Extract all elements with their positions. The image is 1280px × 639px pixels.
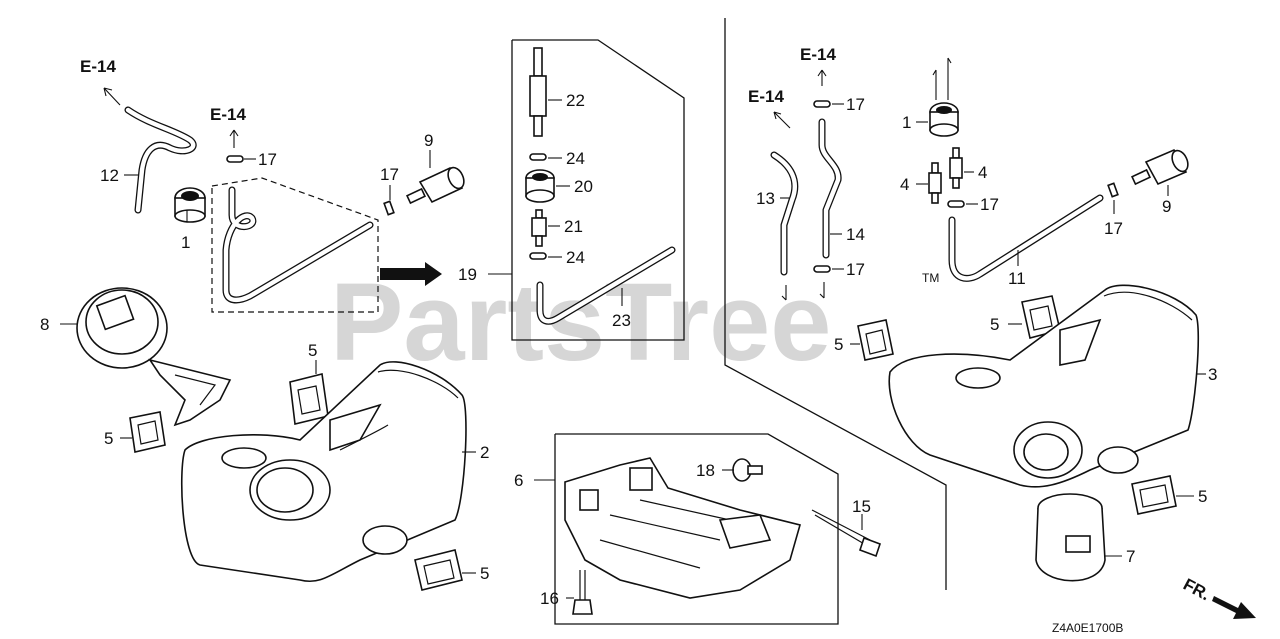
callout-5-right-left: 5 (834, 335, 843, 354)
clip-17-right-conn (947, 200, 965, 208)
clip-24-lower (529, 252, 547, 260)
front-direction-arrow (1212, 596, 1256, 619)
fuel-hose-assembly-left (222, 186, 374, 304)
grommet-5-right-left (857, 319, 894, 361)
primer-bulb-9-left (405, 166, 465, 205)
ref-e14-upper-left: E-14 (80, 57, 116, 76)
callout-12: 12 (100, 166, 119, 185)
ref-e14-mid-left: E-14 (210, 105, 246, 124)
callout-5-bottom-left: 5 (480, 564, 489, 583)
grommet-5-bottom-left (414, 549, 463, 591)
fuel-tank-2 (180, 361, 467, 583)
fuel-tube-22 (529, 47, 547, 137)
trademark-symbol: TM (922, 271, 939, 285)
callout-24-lower: 24 (566, 248, 585, 267)
callout-1-left: 1 (181, 233, 190, 252)
clip-17-right-top (813, 100, 831, 108)
ref-e14-right-left: E-14 (748, 87, 784, 106)
callout-24-upper: 24 (566, 149, 585, 168)
connector-21 (531, 209, 547, 247)
callout-6: 6 (514, 471, 523, 490)
callout-9-left: 9 (424, 131, 433, 150)
callout-16: 16 (540, 589, 559, 608)
hose-assembly-dashed-outline (211, 177, 379, 313)
callout-17-primer-left: 17 (380, 165, 399, 184)
clip-24-upper (529, 153, 547, 161)
fuel-hose-13 (770, 151, 799, 276)
fuel-filter-20 (525, 169, 555, 203)
bolt-15 (811, 509, 882, 558)
hose-14-end-mark (819, 282, 825, 299)
grommet-5-upper-left (289, 373, 329, 425)
fuel-filter-1-right (929, 102, 959, 137)
fuel-hose-12 (124, 106, 197, 214)
clip-17-right-mid (813, 265, 831, 273)
callout-23: 23 (612, 311, 631, 330)
connector-4-left (928, 162, 942, 204)
callout-9-right: 9 (1162, 197, 1171, 216)
callout-21: 21 (564, 217, 583, 236)
callout-5-upper-left: 5 (308, 341, 317, 360)
fuel-tank-3 (888, 284, 1200, 488)
section-divider (724, 18, 947, 590)
callout-7: 7 (1126, 547, 1135, 566)
fuel-cap-7 (1035, 493, 1106, 582)
callout-5-lower-left: 5 (104, 429, 113, 448)
detail-box-19 (511, 39, 685, 341)
callout-4-left: 4 (900, 175, 909, 194)
arrow-e14-right-upper (817, 69, 827, 86)
callout-17-right-conn: 17 (980, 195, 999, 214)
callout-13: 13 (756, 189, 775, 208)
arrow-e14-mid-left (229, 129, 239, 148)
callout-8: 8 (40, 315, 49, 334)
fuel-hose-11 (948, 194, 1104, 282)
hose-13-end-mark (781, 285, 787, 301)
arrow-e14-upper-left (103, 87, 121, 106)
callout-14: 14 (846, 225, 865, 244)
callout-5-right-lower: 5 (1198, 487, 1207, 506)
arrow-e14-right-left (773, 111, 791, 129)
bracket-6 (564, 457, 801, 599)
callout-18: 18 (696, 461, 715, 480)
callout-3: 3 (1208, 365, 1217, 384)
clip-17-primer-right (1107, 182, 1119, 198)
callout-17-primer-right: 17 (1104, 219, 1123, 238)
fuel-hose-23 (536, 246, 676, 325)
detail-box-6 (554, 433, 839, 625)
grommet-5-lower-left (129, 411, 166, 453)
callout-4-right: 4 (978, 163, 987, 182)
callout-2: 2 (480, 443, 489, 462)
bolt-18 (732, 458, 763, 482)
callout-1-right: 1 (902, 113, 911, 132)
clip-17-left (226, 155, 244, 163)
callout-15: 15 (852, 497, 871, 516)
clip-17-primer-left (383, 200, 395, 216)
callout-17-left: 17 (258, 150, 277, 169)
callout-22: 22 (566, 91, 585, 110)
callout-20: 20 (574, 177, 593, 196)
primer-bulb-9-right (1130, 148, 1189, 186)
parts-tree-watermark: PartsTree (330, 261, 831, 384)
callout-11: 11 (1008, 269, 1026, 288)
fuel-cap-8 (76, 287, 232, 427)
callout-19: 19 (458, 265, 477, 284)
bolt-16 (572, 570, 593, 615)
connector-4-right (949, 147, 963, 189)
arrow-filter-1-right (932, 57, 952, 100)
diagram-code: Z4A0E1700B (1052, 621, 1123, 635)
grommet-5-right-lower (1131, 475, 1177, 515)
big-arrow-to-19 (380, 262, 442, 286)
callout-17-right-top: 17 (846, 95, 865, 114)
fuel-hose-14 (818, 118, 842, 259)
callout-17-right-mid: 17 (846, 260, 865, 279)
ref-e14-right-upper: E-14 (800, 45, 836, 64)
fuel-filter-1-left (174, 187, 206, 223)
callout-5-right-upper: 5 (990, 315, 999, 334)
front-direction-label: FR. (1180, 575, 1213, 605)
